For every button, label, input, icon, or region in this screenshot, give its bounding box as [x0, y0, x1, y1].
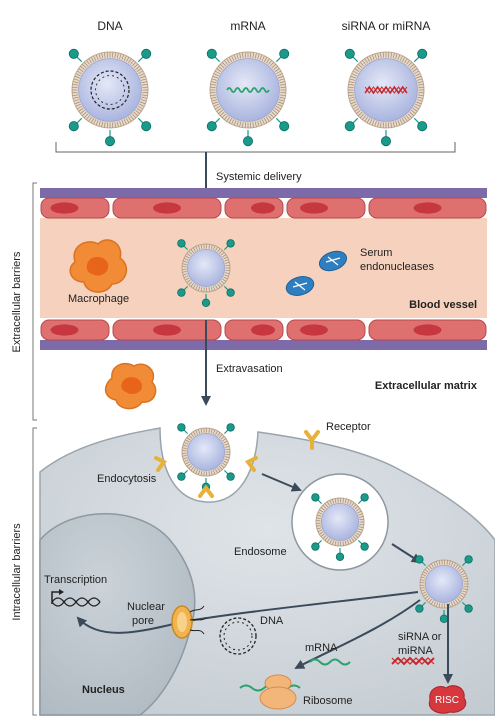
label-free-mrna: mRNA [305, 642, 338, 654]
label-pore: pore [132, 615, 154, 627]
serum-endonuclease-1 [318, 250, 348, 272]
free-sirna-strand [391, 656, 435, 666]
endocytosis-receptors [154, 456, 258, 498]
label-intracellular-barriers: Intracellular barriers [11, 523, 23, 621]
label-sirna-free-1: siRNA or [398, 631, 442, 643]
nucleus [39, 513, 196, 716]
nanoparticle-escaped [415, 555, 473, 623]
transcription-dna [51, 589, 101, 607]
nanoparticle-endocytosis [177, 423, 235, 491]
intracellular-bracket [32, 427, 37, 716]
nanoparticle-sirna [344, 48, 428, 147]
arrow-to-ribosome [294, 599, 421, 669]
endothelium-top [40, 197, 487, 219]
label-macrophage: Macrophage [68, 293, 129, 305]
label-receptor: Receptor [326, 421, 371, 433]
label-extracellular-matrix: Extracellular matrix [375, 380, 478, 392]
label-endosome: Endosome [234, 546, 287, 558]
label-mrna-np: mRNA [230, 19, 265, 33]
label-dna-np: DNA [97, 19, 122, 33]
label-endocytosis: Endocytosis [97, 473, 157, 485]
endothelium-bottom [40, 319, 487, 341]
arrow-to-endosome [261, 473, 302, 492]
label-serum: Serum [360, 247, 392, 259]
risc-complex [428, 685, 467, 714]
label-extracellular-barriers: Extracellular barriers [11, 251, 23, 352]
macrophage-in-ecm [104, 362, 157, 410]
label-nuclear: Nuclear [127, 601, 165, 613]
free-mrna-strand [309, 658, 351, 666]
label-risc: RISC [435, 695, 459, 706]
ribosome [239, 674, 301, 710]
label-systemic-delivery: Systemic delivery [216, 171, 302, 183]
label-nucleus: Nucleus [82, 684, 125, 696]
label-extravasation: Extravasation [216, 363, 283, 375]
nanoparticle-in-endosome [311, 493, 369, 561]
bracket [55, 142, 456, 153]
macrophage-in-vessel [69, 239, 128, 293]
nuclear-pore [171, 605, 207, 639]
label-ribosome: Ribosome [303, 695, 353, 707]
vessel-bottom-purple-layer [40, 340, 487, 350]
nanoparticle-dna [68, 48, 152, 147]
label-sirna-free-2: miRNA [398, 645, 433, 657]
label-sirna-np: siRNA or miRNA [342, 19, 431, 33]
arrow-to-nucleus [76, 591, 419, 634]
serum-endonuclease-2 [285, 276, 315, 296]
label-transcription: Transcription [44, 574, 107, 586]
free-dna-plasmid [219, 617, 257, 655]
vessel-top-purple-layer [40, 188, 487, 198]
extracellular-bracket [32, 182, 37, 421]
receptor [304, 430, 320, 450]
label-endonucleases: endonucleases [360, 261, 435, 273]
label-blood-vessel: Blood vessel [409, 299, 477, 311]
label-free-dna: DNA [260, 615, 284, 627]
nanoparticle-in-vessel [177, 239, 235, 307]
nanoparticle-mrna [206, 48, 290, 147]
